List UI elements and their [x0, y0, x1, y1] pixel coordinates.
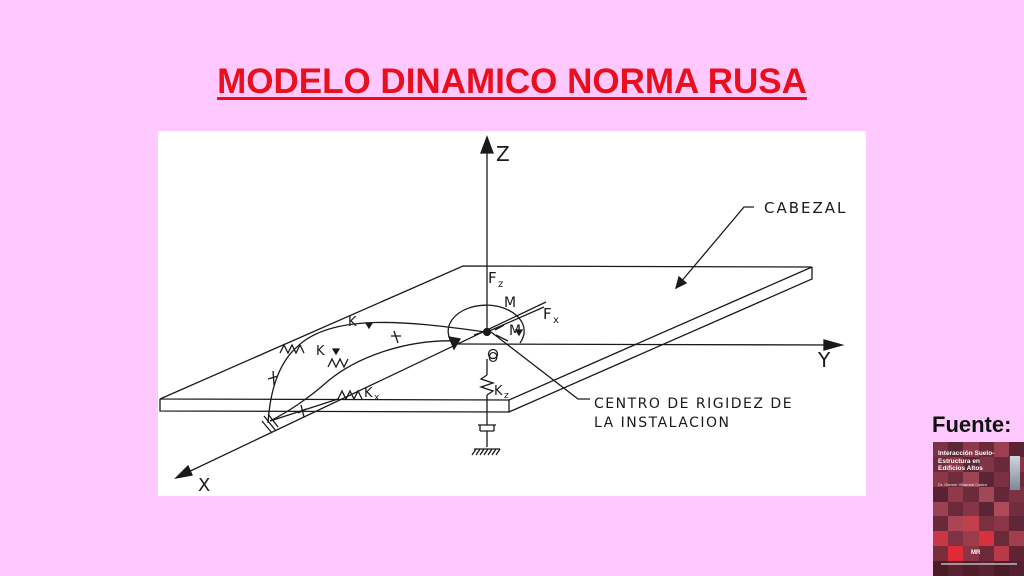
- book-title: Interacción Suelo-Estructura en Edificio…: [938, 450, 995, 472]
- fz-label: F: [488, 269, 497, 287]
- dynamic-model-diagram: Z Y X CABEZAL F z F x M M O K K K x K z …: [158, 131, 866, 496]
- z-arrowhead: [480, 135, 494, 154]
- y-arrowhead: [823, 339, 845, 351]
- fz-subscript: z: [498, 279, 503, 290]
- plate-side-front: [159, 399, 510, 413]
- k-mid-label: K: [316, 344, 325, 359]
- kz-dashpot: [478, 424, 496, 432]
- ground-hatch: [471, 448, 501, 456]
- k-top-label: K: [348, 315, 357, 330]
- source-book-cover: Interacción Suelo-Estructura en Edificio…: [933, 442, 1024, 576]
- spring-k-mid: [327, 357, 349, 369]
- pivot-hatch: [261, 413, 279, 434]
- moment-top-label: M: [504, 295, 516, 311]
- dashpot-3: [297, 404, 307, 418]
- book-footer-line: [941, 563, 1017, 565]
- spring-k-top: [279, 343, 305, 355]
- top-rotational-link: [297, 321, 486, 347]
- cabezal-label: CABEZAL: [764, 199, 847, 217]
- y-axis: [457, 343, 837, 346]
- book-author: Dr. Genner Villarreal Castro: [938, 482, 988, 487]
- spring-kx: [337, 389, 363, 401]
- centro-label-line2: LA INSTALACION: [594, 415, 731, 431]
- diagram-svg: Z Y X CABEZAL F z F x M M O K K K x K z …: [159, 135, 847, 496]
- inner-link: [269, 380, 329, 422]
- fx-arrow: [486, 306, 545, 333]
- origin-label: O: [488, 351, 498, 366]
- kx-subscript: x: [374, 393, 380, 403]
- y-axis-label: Y: [817, 348, 831, 372]
- x-axis-label: X: [198, 475, 210, 496]
- dashpot-2: [267, 370, 279, 386]
- book-publisher-logo: MR: [971, 550, 981, 556]
- kz-subscript: z: [504, 391, 509, 401]
- mid-arc: [327, 340, 459, 382]
- spring-kz: [478, 374, 496, 396]
- fx-label: F: [543, 305, 552, 323]
- dashpot-1: [391, 330, 401, 344]
- x-arrowhead: [174, 464, 193, 480]
- moment-right-label: M: [509, 323, 521, 339]
- moment-arc: [447, 304, 525, 346]
- centro-label-line1: CENTRO DE RIGIDEZ DE: [594, 396, 793, 412]
- source-label: Fuente:: [932, 412, 1012, 437]
- z-axis-label: Z: [496, 142, 510, 166]
- kx-label: K: [364, 386, 373, 401]
- book-cover-building-image: [1010, 456, 1020, 490]
- centro-leader: [490, 331, 590, 400]
- fx-subscript: x: [553, 315, 559, 326]
- plate-side-right: [508, 267, 813, 413]
- moment-arrowhead: [447, 336, 462, 351]
- origin-circle: [487, 348, 499, 360]
- cabezal-leader-head: [674, 275, 688, 290]
- kz-label: K: [494, 384, 503, 399]
- cabezal-leader: [679, 206, 754, 284]
- slide-title: MODELO DINAMICO NORMA RUSA: [217, 62, 807, 101]
